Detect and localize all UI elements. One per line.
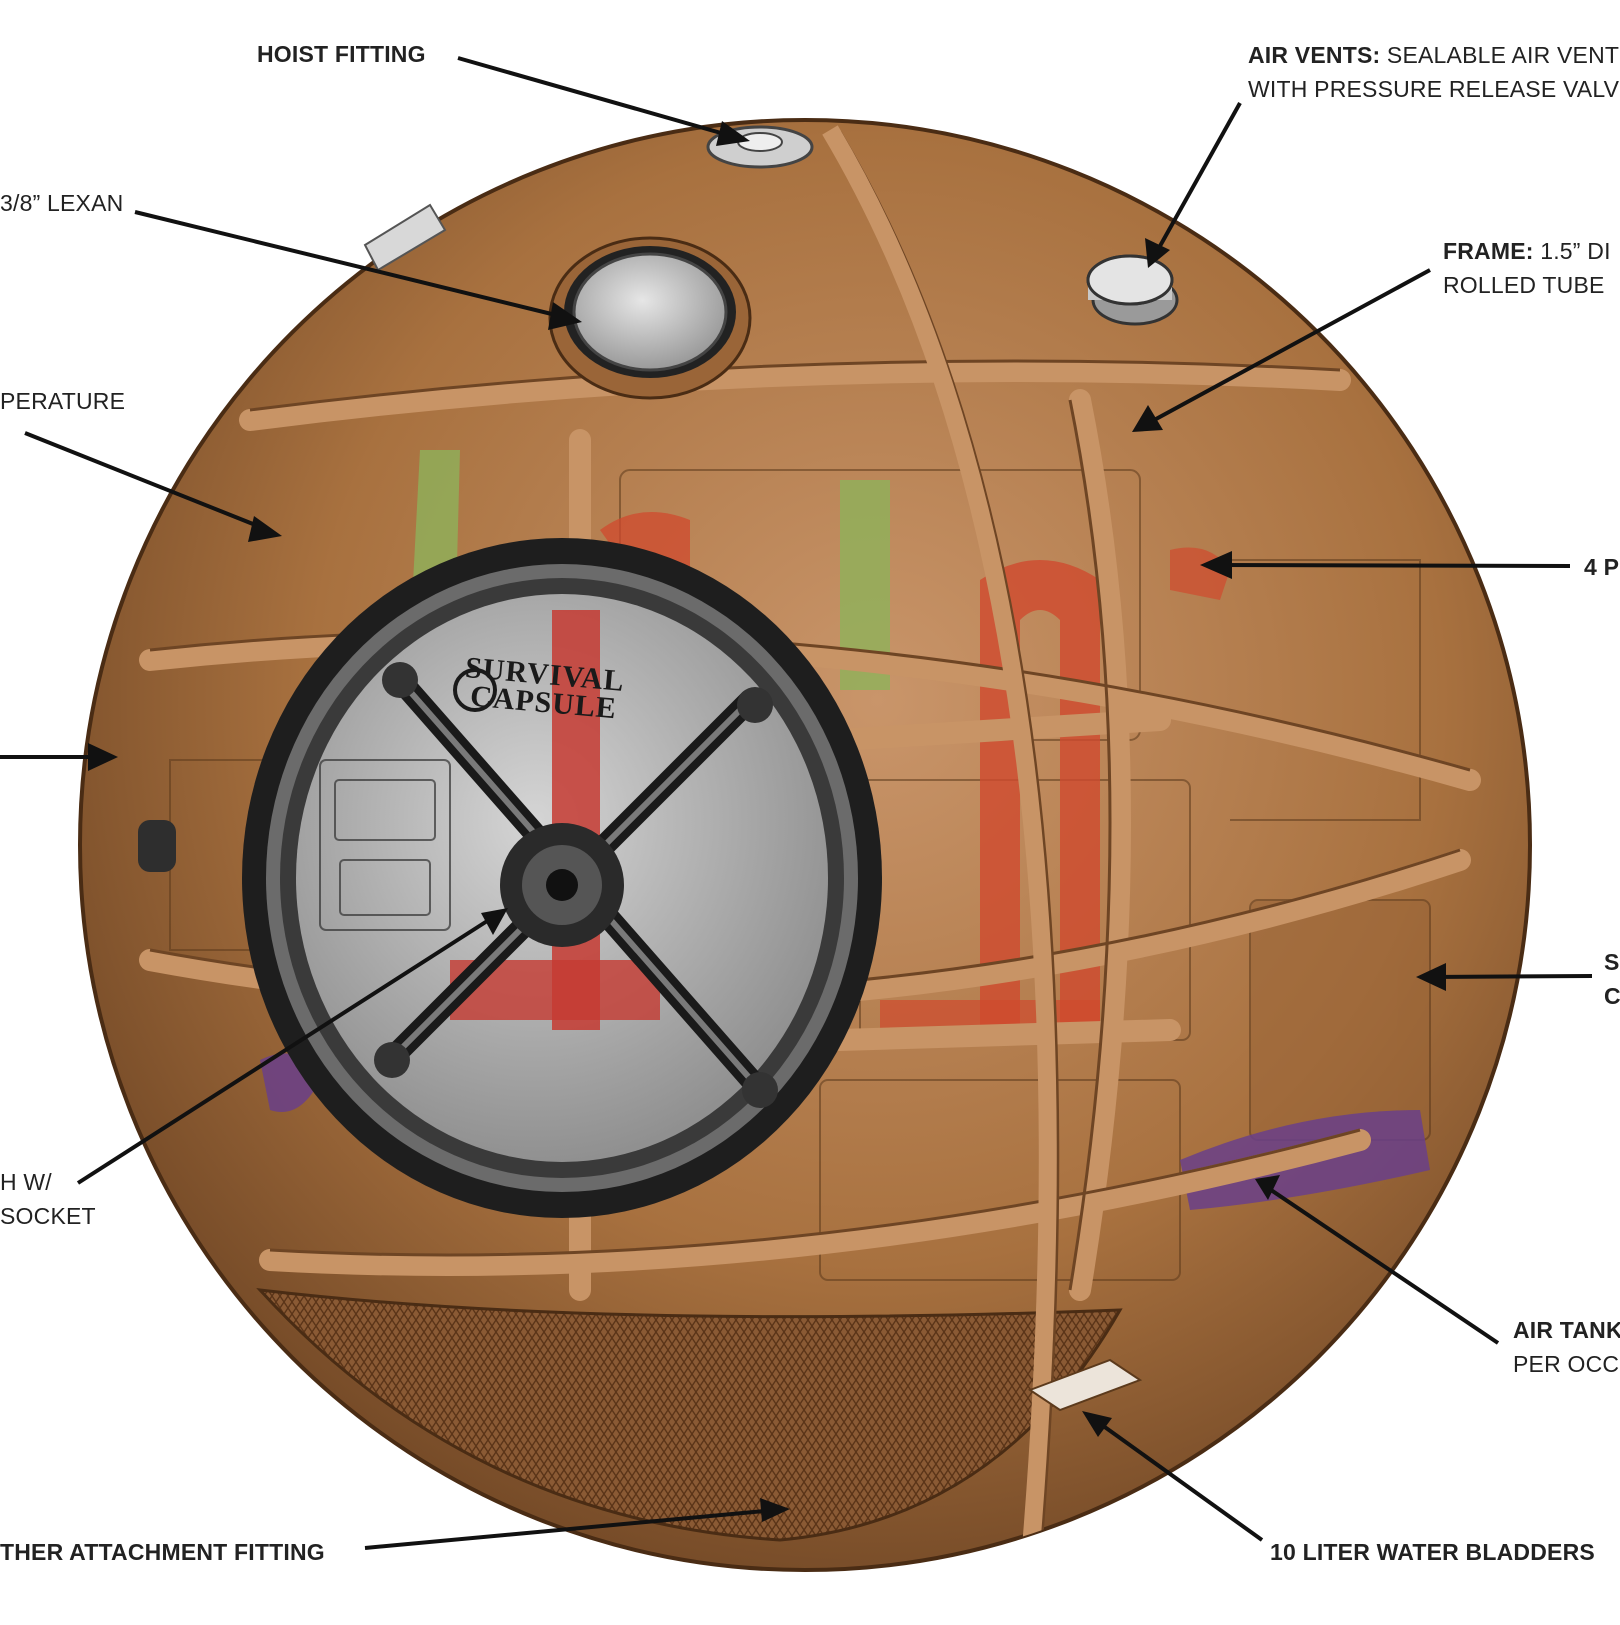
four-p-text: 4 P xyxy=(1584,554,1620,580)
frame-title: FRAME: xyxy=(1443,238,1534,264)
meridian-frame xyxy=(822,125,1057,1561)
frame-line-2: ROLLED TUBE xyxy=(1443,272,1605,298)
callout-water: 10 LITER WATER BLADDERS xyxy=(1270,1535,1595,1569)
side-s-line-1: S xyxy=(1604,949,1620,975)
water-text: 10 LITER WATER BLADDERS xyxy=(1270,1539,1595,1565)
bottom-mesh-ballast xyxy=(256,1288,1123,1542)
lexan-window xyxy=(548,236,752,400)
logo-globe-icon xyxy=(453,668,497,712)
side-s-line-2: C xyxy=(1604,983,1620,1009)
callout-lines xyxy=(0,56,1593,1550)
callout-arrowheads xyxy=(88,121,1446,1522)
callout-hoist-fitting: HOIST FITTING xyxy=(257,37,426,71)
callout-lexan: 3/8” LEXAN xyxy=(0,186,123,220)
air-vents-line-2: WITH PRESSURE RELEASE VALVE xyxy=(1248,76,1620,102)
temperature-text: PERATURE xyxy=(0,388,126,414)
tether-text: THER ATTACHMENT FITTING xyxy=(0,1539,325,1565)
side-port xyxy=(138,820,176,872)
air-vents-line-1: SEALABLE AIR VENT xyxy=(1380,42,1620,68)
hatch-line-1: H W/ xyxy=(0,1169,52,1195)
callout-air-tank: AIR TANK PER OCCU xyxy=(1513,1313,1620,1381)
callout-side-s: S C xyxy=(1604,945,1620,1013)
air-tank-title: AIR TANK xyxy=(1513,1317,1620,1343)
callout-temperature: PERATURE xyxy=(0,384,125,418)
callout-4p: 4 P xyxy=(1584,550,1619,584)
callout-hatch: H W/ SOCKET xyxy=(0,1165,96,1233)
top-left-fitting xyxy=(363,203,447,272)
air-vents-title: AIR VENTS: xyxy=(1248,42,1381,68)
air-tank-line-2: PER OCCU xyxy=(1513,1351,1620,1377)
callout-frame: FRAME: 1.5” DI ROLLED TUBE xyxy=(1443,234,1611,302)
callout-air-vents: AIR VENTS: SEALABLE AIR VENT WITH PRESSU… xyxy=(1248,38,1620,106)
frame-line-1: 1.5” DI xyxy=(1533,238,1611,264)
hatch xyxy=(242,538,882,1218)
water-bladder-plate xyxy=(1027,1358,1143,1412)
hatch-line-2: SOCKET xyxy=(0,1203,96,1229)
hoist-fitting-title: HOIST FITTING xyxy=(257,41,426,67)
air-vent xyxy=(1086,254,1179,326)
lexan-text: 3/8” LEXAN xyxy=(0,190,124,216)
callout-tether: THER ATTACHMENT FITTING xyxy=(0,1535,325,1569)
